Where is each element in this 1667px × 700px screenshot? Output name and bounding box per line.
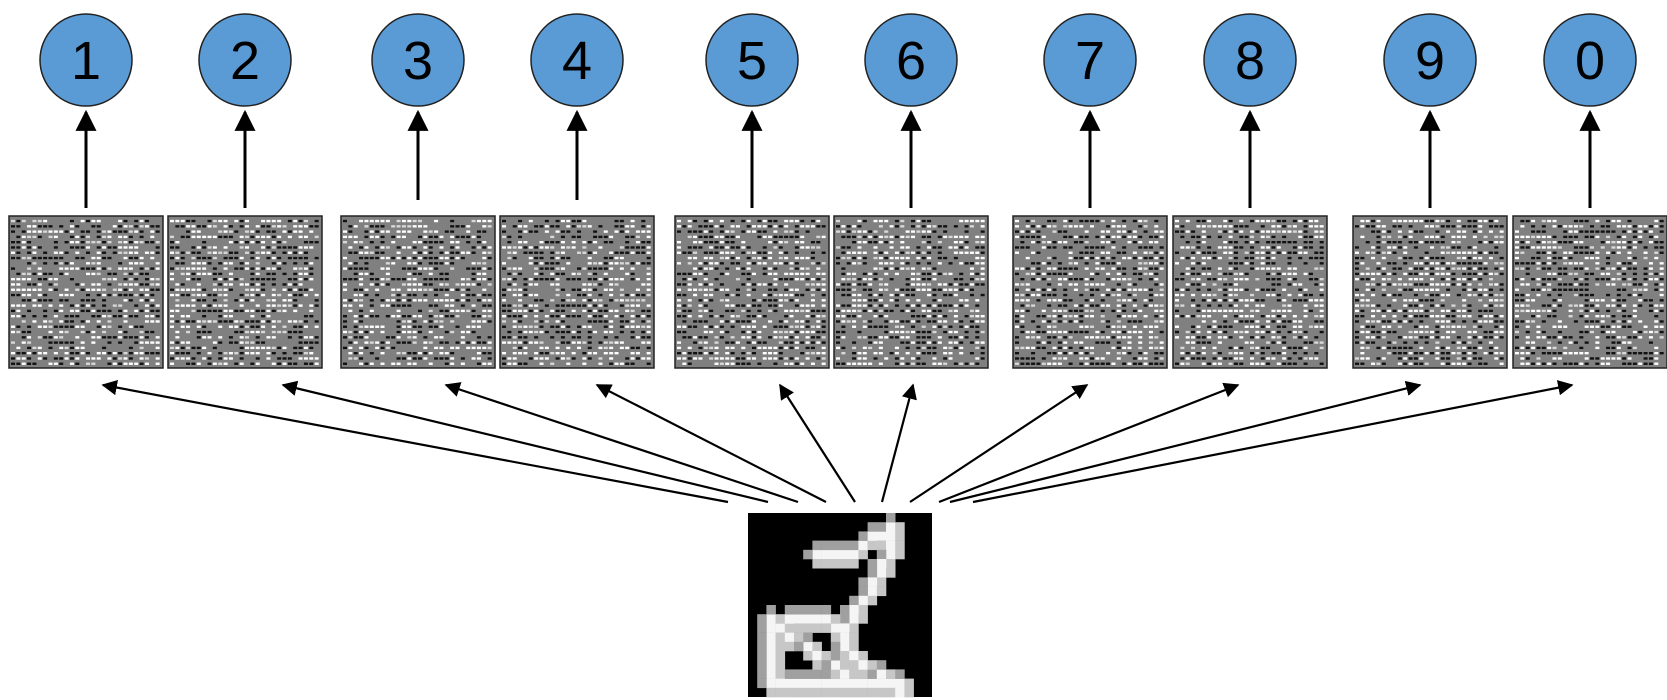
output-node-label: 9 xyxy=(1415,31,1445,91)
output-node-circle xyxy=(39,13,133,107)
output-node-7: 7 xyxy=(1043,13,1137,107)
output-node-circle xyxy=(530,13,624,107)
arrow-input-to-weight xyxy=(779,383,856,503)
arrow-input-to-weight xyxy=(444,382,799,504)
arrow-input-to-weight xyxy=(949,380,1422,504)
arrow-input-to-weight xyxy=(281,380,769,504)
weight-map-frame xyxy=(1352,215,1508,369)
weight-maps-layer xyxy=(8,215,1667,369)
input-image xyxy=(748,513,932,698)
output-node-label: 7 xyxy=(1075,31,1105,91)
weight-map-8 xyxy=(1172,215,1328,369)
weight-map-2 xyxy=(167,215,323,369)
output-node-5: 5 xyxy=(705,13,799,107)
output-node-2: 2 xyxy=(198,13,292,107)
arrows-layer xyxy=(75,109,1601,504)
weight-map-4 xyxy=(499,215,655,369)
output-node-1: 1 xyxy=(39,13,133,107)
weight-map-1 xyxy=(8,215,164,369)
output-node-0: 0 xyxy=(1543,13,1637,107)
output-node-label: 3 xyxy=(403,31,433,91)
weight-map-frame xyxy=(1172,215,1328,369)
output-node-circle xyxy=(1043,13,1137,107)
output-node-label: 5 xyxy=(737,31,767,91)
weight-map-0 xyxy=(1512,215,1667,369)
weight-map-frame xyxy=(499,215,655,369)
output-node-label: 6 xyxy=(896,31,926,91)
output-node-circle xyxy=(705,13,799,107)
output-node-circle xyxy=(1383,13,1477,107)
weight-map-9 xyxy=(1352,215,1508,369)
weight-map-frame xyxy=(833,215,989,369)
arrow-input-to-weight xyxy=(101,379,729,504)
output-node-circle xyxy=(864,13,958,107)
arrow-input-to-weight xyxy=(595,384,827,503)
weight-map-frame xyxy=(1012,215,1168,369)
output-node-4: 4 xyxy=(530,13,624,107)
arrow-input-to-weight xyxy=(880,383,917,503)
output-node-3: 3 xyxy=(371,13,465,107)
weight-map-frame xyxy=(674,215,830,369)
output-node-circle xyxy=(1543,13,1637,107)
weight-map-frame xyxy=(340,215,496,369)
output-nodes-layer: 1 2 3 4 5 6 7 8 9 0 xyxy=(39,13,1637,107)
arrow-input-to-weight xyxy=(938,382,1240,504)
output-node-8: 8 xyxy=(1203,13,1297,107)
weight-map-frame xyxy=(167,215,323,369)
output-node-label: 4 xyxy=(562,31,592,91)
output-node-6: 6 xyxy=(864,13,958,107)
weight-map-6 xyxy=(833,215,989,369)
output-node-circle xyxy=(1203,13,1297,107)
output-node-circle xyxy=(198,13,292,107)
output-node-label: 1 xyxy=(71,31,101,91)
weight-map-frame xyxy=(8,215,164,369)
output-node-9: 9 xyxy=(1383,13,1477,107)
output-node-label: 8 xyxy=(1235,31,1265,91)
weight-map-3 xyxy=(340,215,496,369)
weight-map-5 xyxy=(674,215,830,369)
arrow-input-to-weight xyxy=(972,380,1574,504)
weight-map-frame xyxy=(1512,215,1667,369)
output-node-label: 2 xyxy=(230,31,260,91)
output-node-label: 0 xyxy=(1575,31,1605,91)
arrow-input-to-weight xyxy=(909,384,1089,503)
weight-map-7 xyxy=(1012,215,1168,369)
output-node-circle xyxy=(371,13,465,107)
